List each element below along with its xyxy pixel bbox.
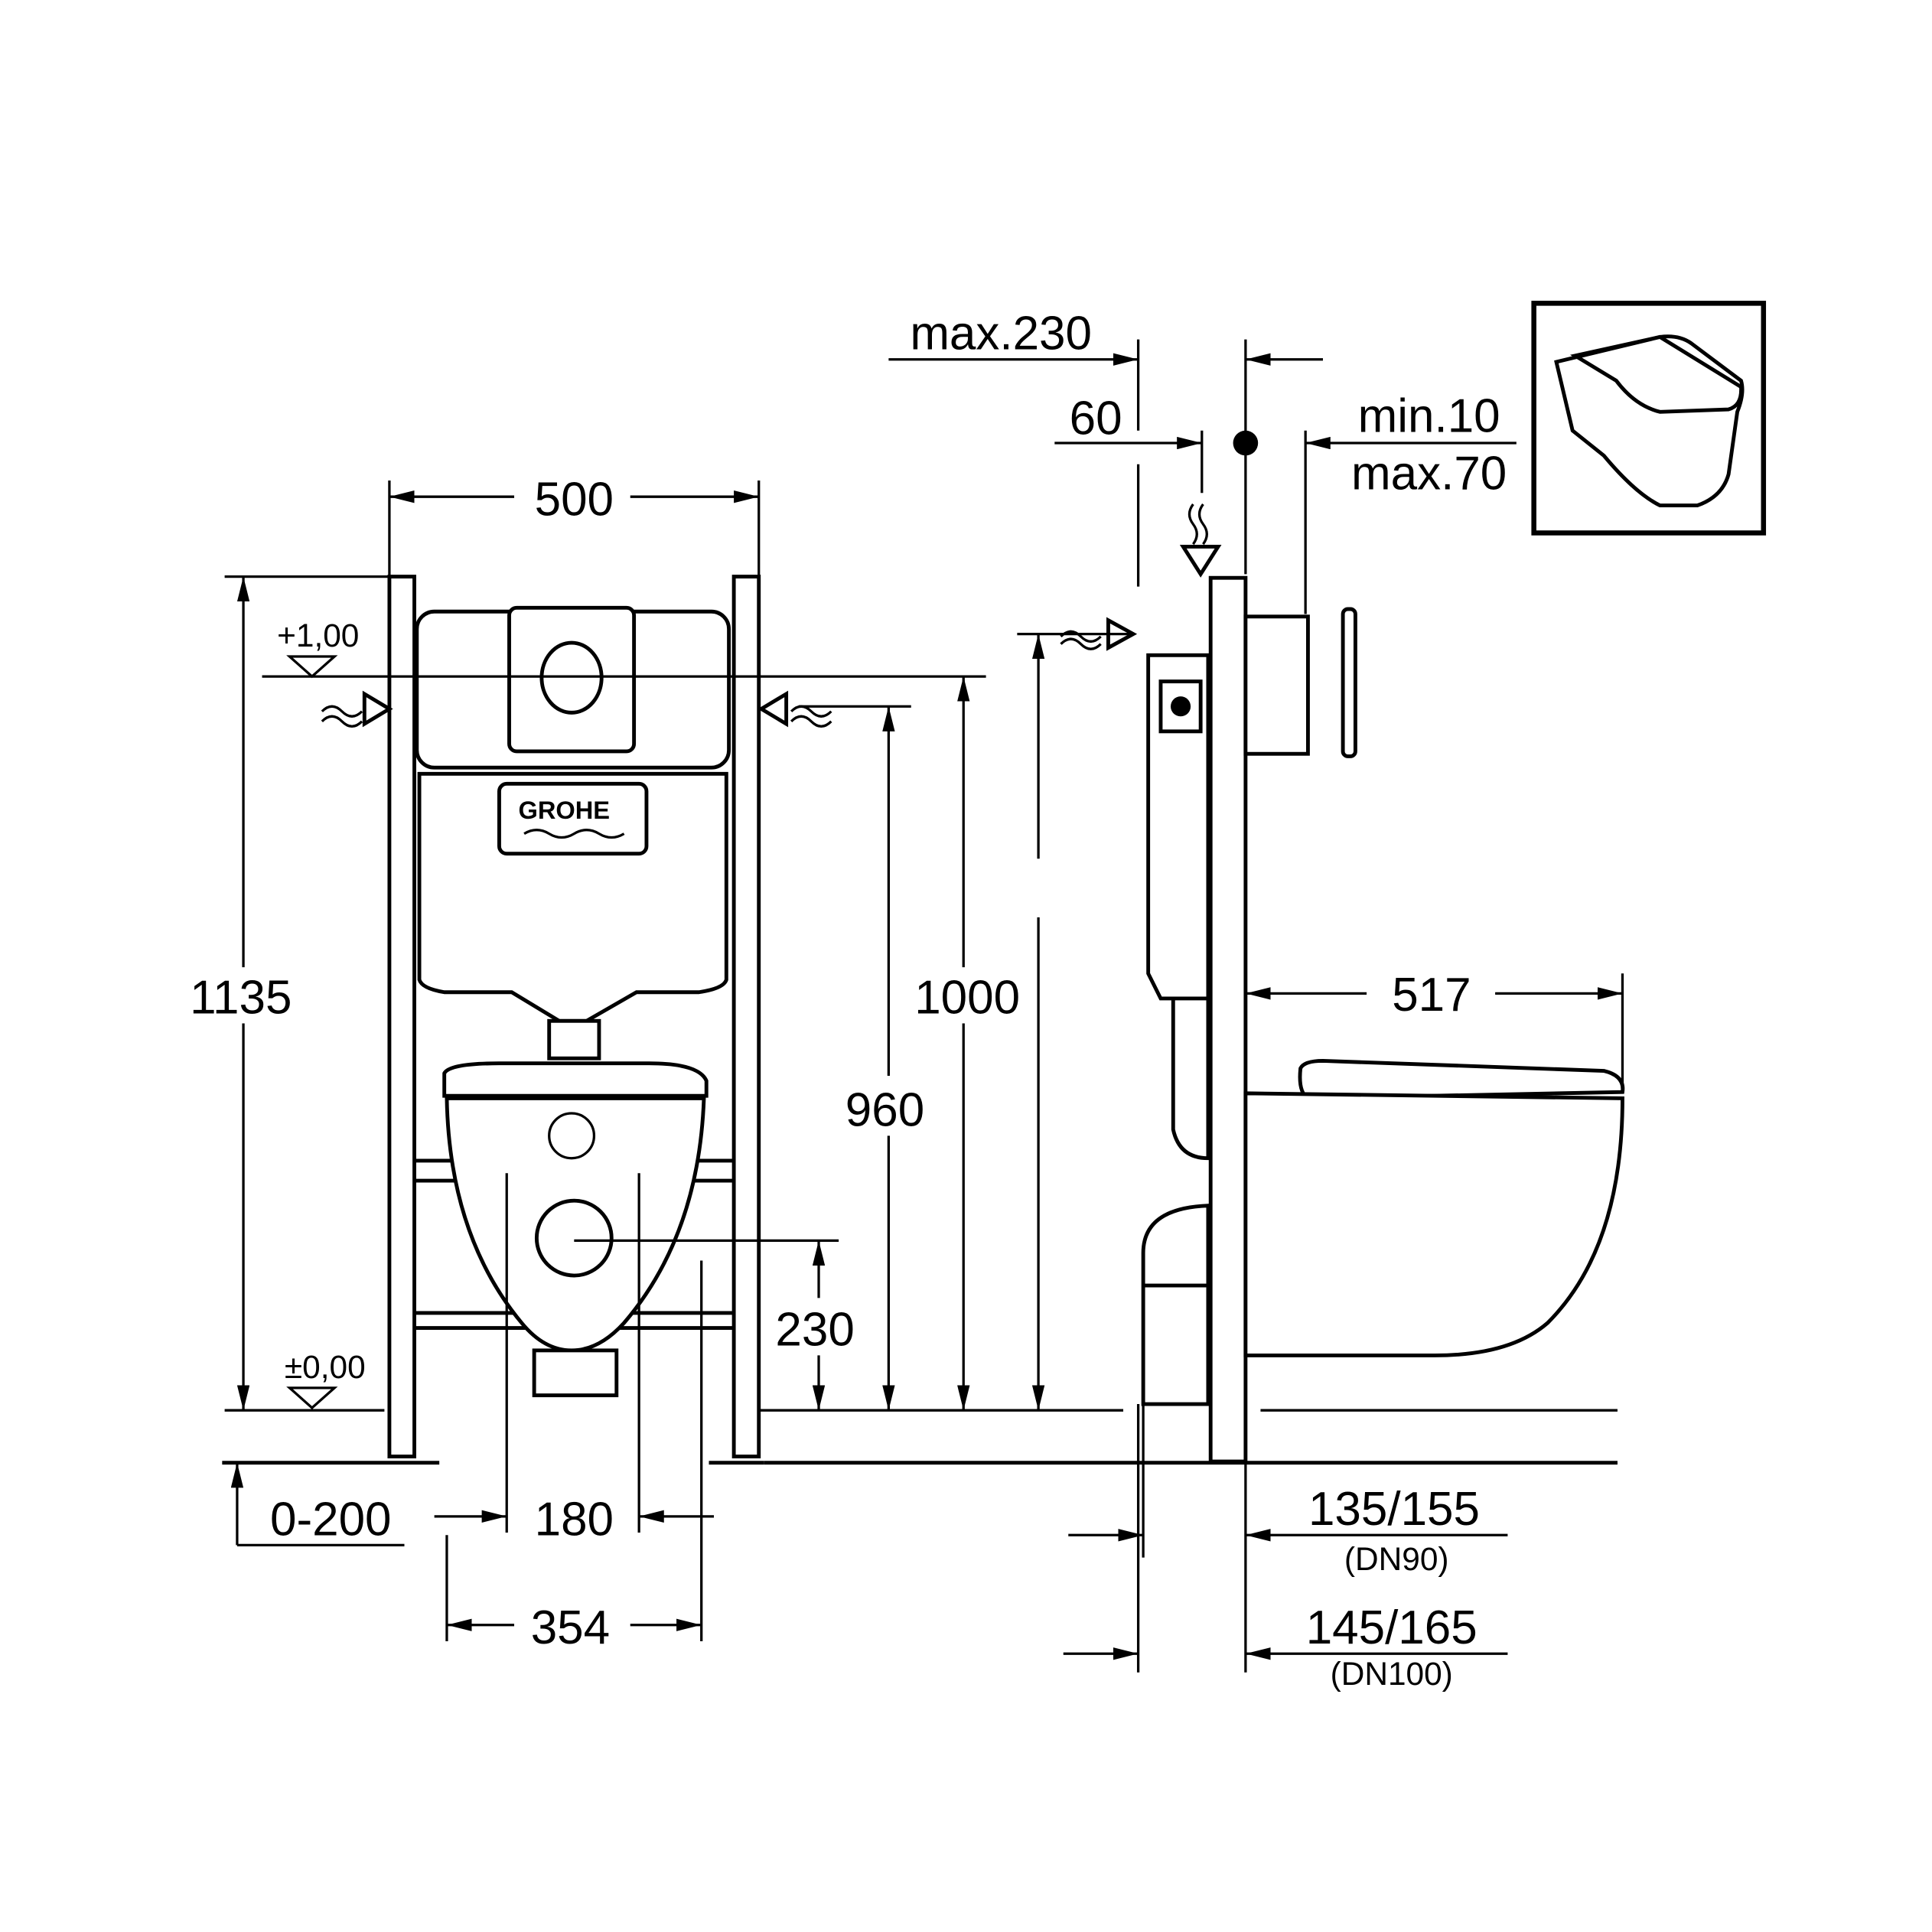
wc-seat-side (1298, 1059, 1625, 1100)
level-top-label: +1,00 (277, 617, 359, 653)
water-inlet-side-icon (1060, 630, 1102, 650)
wc-bowl-front (442, 1061, 709, 1398)
flush-actuator (1243, 614, 1310, 756)
flush-plate (507, 605, 637, 754)
water-inlet-left-icon (321, 705, 363, 728)
dim-60: 60 (1070, 393, 1122, 445)
product-thumbnail (1531, 301, 1767, 536)
cistern: GROHE (415, 605, 731, 1060)
dim-height-230: 230 (775, 1303, 854, 1356)
dim-bolt-spacing-180: 180 (535, 1493, 614, 1546)
water-inlet-right-icon (790, 705, 832, 728)
inlet-arrow-down-icon (1179, 544, 1222, 578)
dim-width-500: 500 (535, 474, 614, 526)
level-zero-label: ±0,00 (285, 1349, 366, 1385)
dim-dn90-value: 135/155 (1308, 1483, 1480, 1536)
dim-dn100-value: 145/165 (1306, 1601, 1478, 1654)
grohe-logo-text: GROHE (518, 796, 610, 824)
dim-height-1135: 1135 (190, 971, 292, 1024)
dim-adjust-0-200: 0-200 (270, 1493, 392, 1546)
side-view: max.230 60 min.10 max.70 517 135/155 (DN… (764, 308, 1625, 1692)
wc-bowl-side (1243, 1091, 1624, 1357)
dim-bowl-width-354: 354 (531, 1601, 610, 1654)
flush-plate-side (1341, 607, 1357, 758)
dim-min-10: min.10 (1358, 389, 1500, 442)
dim-height-960: 960 (845, 1083, 924, 1136)
front-view: GROHE 500 1135 +1,00 ±0,00 1000 960 230 (190, 474, 1124, 1654)
inlet-arrow-right-icon (757, 690, 789, 728)
heat-inlet-icon (1188, 503, 1208, 546)
dim-max-70: max.70 (1351, 447, 1507, 500)
reference-point-icon (1233, 430, 1259, 456)
dim-max-230: max.230 (910, 308, 1092, 360)
side-frame (1208, 575, 1248, 1464)
dim-height-1000: 1000 (914, 971, 1020, 1024)
dim-dn100-label: (DN100) (1331, 1656, 1453, 1692)
dim-dn90-label: (DN90) (1344, 1541, 1449, 1577)
inlet-arrow-left-icon (362, 690, 393, 728)
dim-depth-517: 517 (1392, 969, 1471, 1021)
